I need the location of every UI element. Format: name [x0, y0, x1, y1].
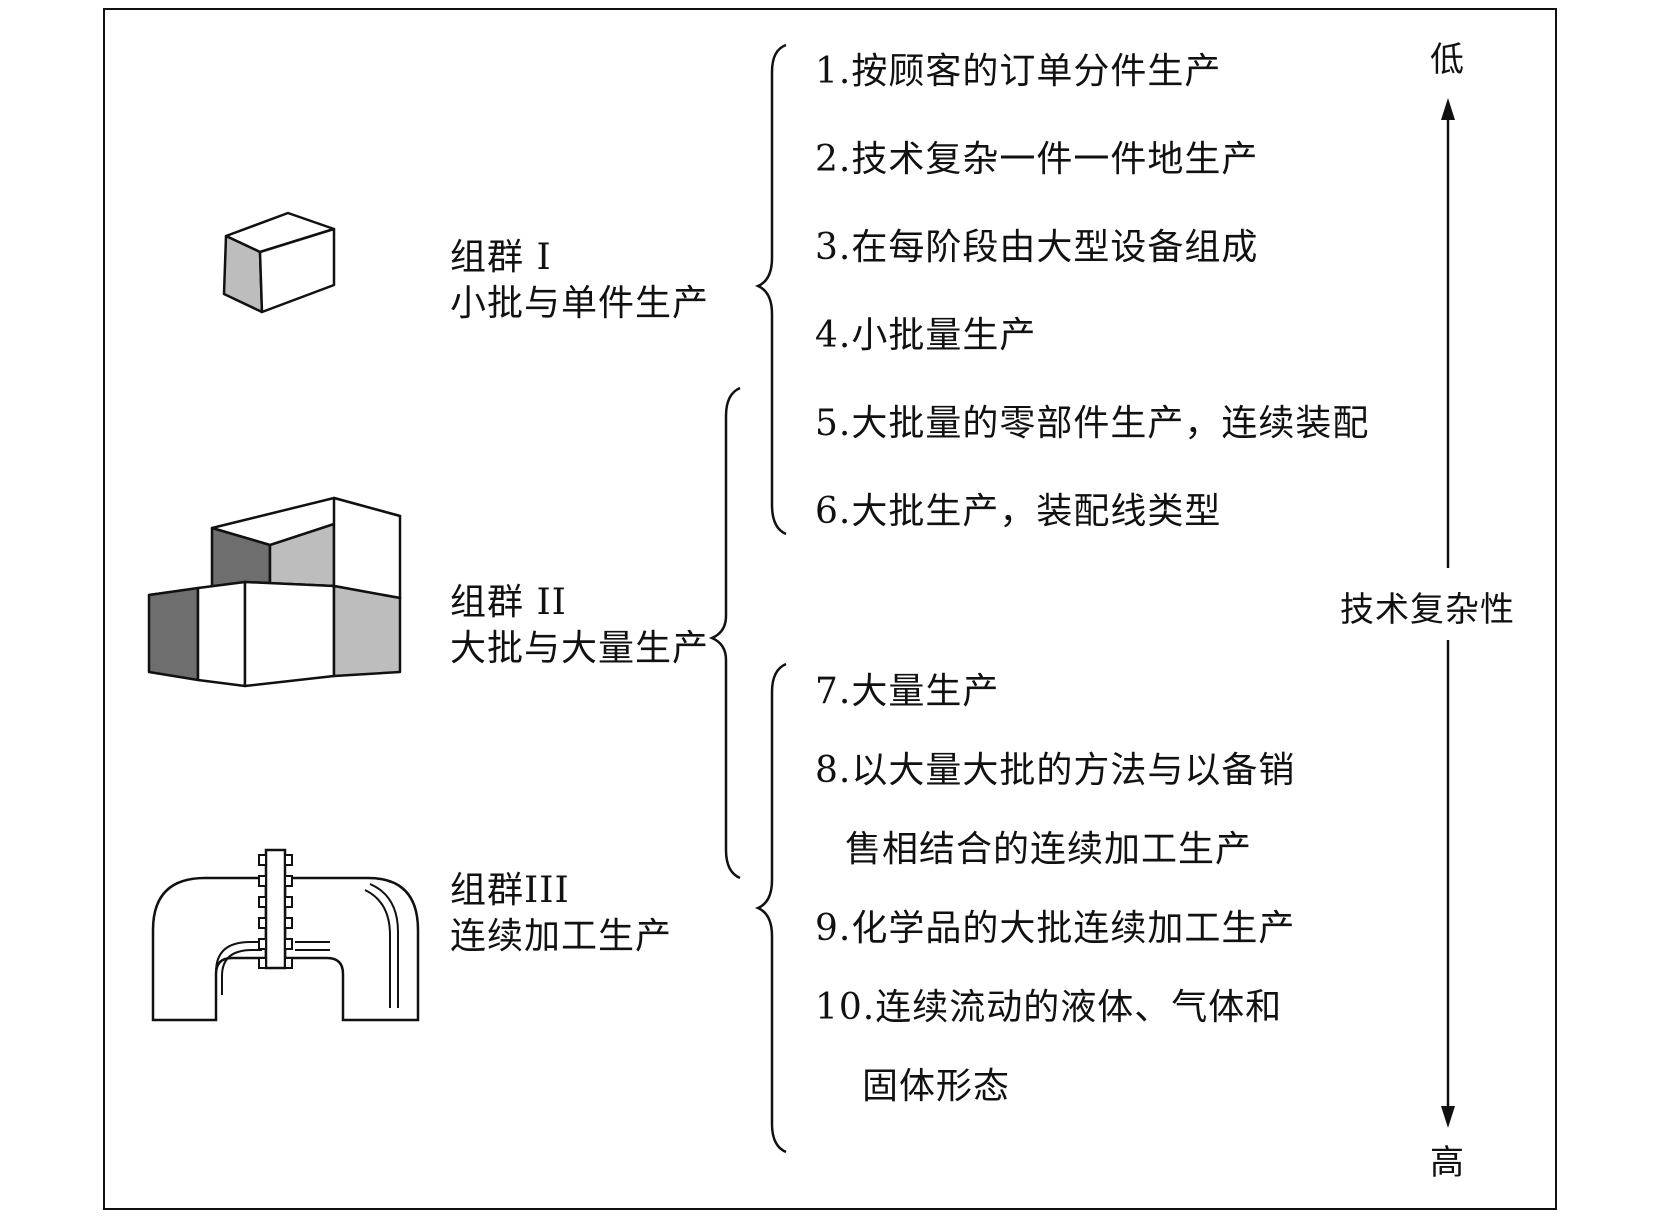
axis-title: 技术复杂性 [1340, 590, 1515, 630]
group-1-label: 组群 I 小批与单件生产 [450, 235, 709, 327]
brace-group-1 [754, 43, 787, 536]
group-3-title: 组群III [450, 870, 570, 911]
brace-group-2 [708, 386, 741, 880]
item-8-line-2: 售相结合的连续加工生产 [845, 829, 1253, 870]
brace-group-3 [754, 662, 787, 1154]
item-10-line-1: 10.连续流动的液体、气体和 [815, 987, 1283, 1028]
stacked-boxes-icon [147, 496, 402, 688]
group-1-subtitle: 小批与单件生产 [450, 283, 710, 324]
axis-high-label: 高 [1430, 1143, 1465, 1183]
group-1-title: 组群 I [450, 237, 552, 278]
item-8-line-1: 8.以大量大批的方法与以备销 [815, 750, 1296, 791]
group-2-title: 组群 II [450, 582, 567, 623]
item-2: 2.技术复杂一件一件地生产 [815, 139, 1259, 180]
axis-low-label: 低 [1430, 40, 1465, 80]
item-5: 5.大批量的零部件生产，连续装配 [815, 403, 1370, 444]
group-2-label: 组群 II 大批与大量生产 [450, 580, 709, 672]
diagram-frame [103, 8, 1557, 1210]
item-9: 9.化学品的大批连续加工生产 [815, 908, 1296, 949]
complexity-axis [1441, 98, 1455, 1128]
item-6: 6.大批生产，装配线类型 [815, 491, 1222, 532]
pipeline-icon [151, 848, 420, 1022]
item-1: 1.按顾客的订单分件生产 [815, 51, 1222, 92]
item-3: 3.在每阶段由大型设备组成 [815, 227, 1259, 268]
item-7: 7.大量生产 [815, 671, 1000, 712]
group-3-subtitle: 连续加工生产 [450, 916, 673, 957]
item-4: 4.小批量生产 [815, 315, 1037, 356]
group-3-label: 组群III 连续加工生产 [450, 868, 672, 960]
single-box-icon [222, 211, 336, 314]
item-10-line-2: 固体形态 [862, 1066, 1011, 1107]
group-2-subtitle: 大批与大量生产 [450, 628, 710, 669]
